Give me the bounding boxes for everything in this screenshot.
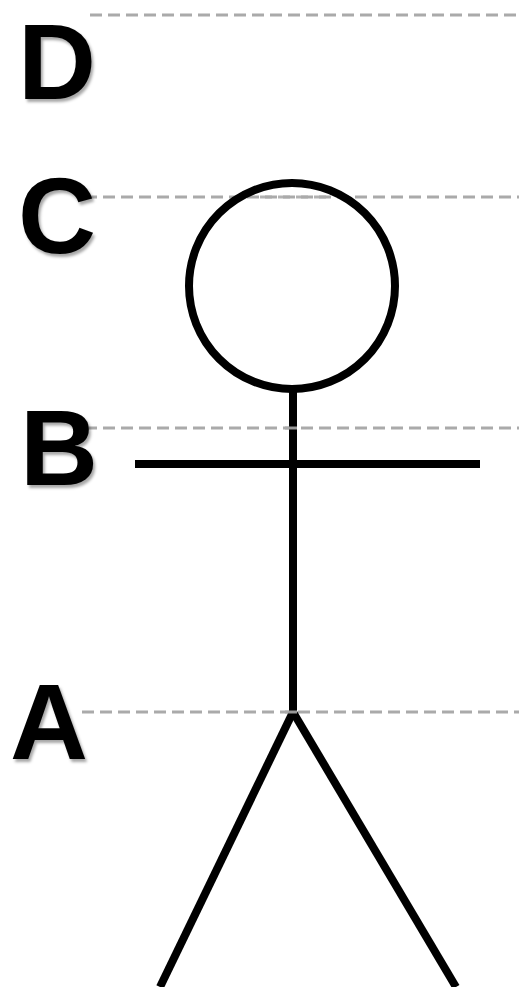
level-line	[85, 427, 519, 430]
level-letter: A	[10, 668, 88, 776]
level-line-overlay	[285, 427, 301, 430]
level-letter: D	[18, 8, 96, 116]
body	[289, 389, 297, 712]
head	[189, 183, 395, 389]
leg	[160, 712, 293, 987]
level-line-overlay	[285, 711, 301, 714]
level-letter: B	[20, 394, 98, 502]
level-line	[85, 196, 519, 199]
level-line	[82, 711, 519, 714]
level-line	[90, 14, 519, 17]
arms	[135, 460, 480, 468]
level-line-overlay	[260, 196, 330, 199]
level-letter: C	[18, 162, 96, 270]
leg	[293, 712, 456, 987]
